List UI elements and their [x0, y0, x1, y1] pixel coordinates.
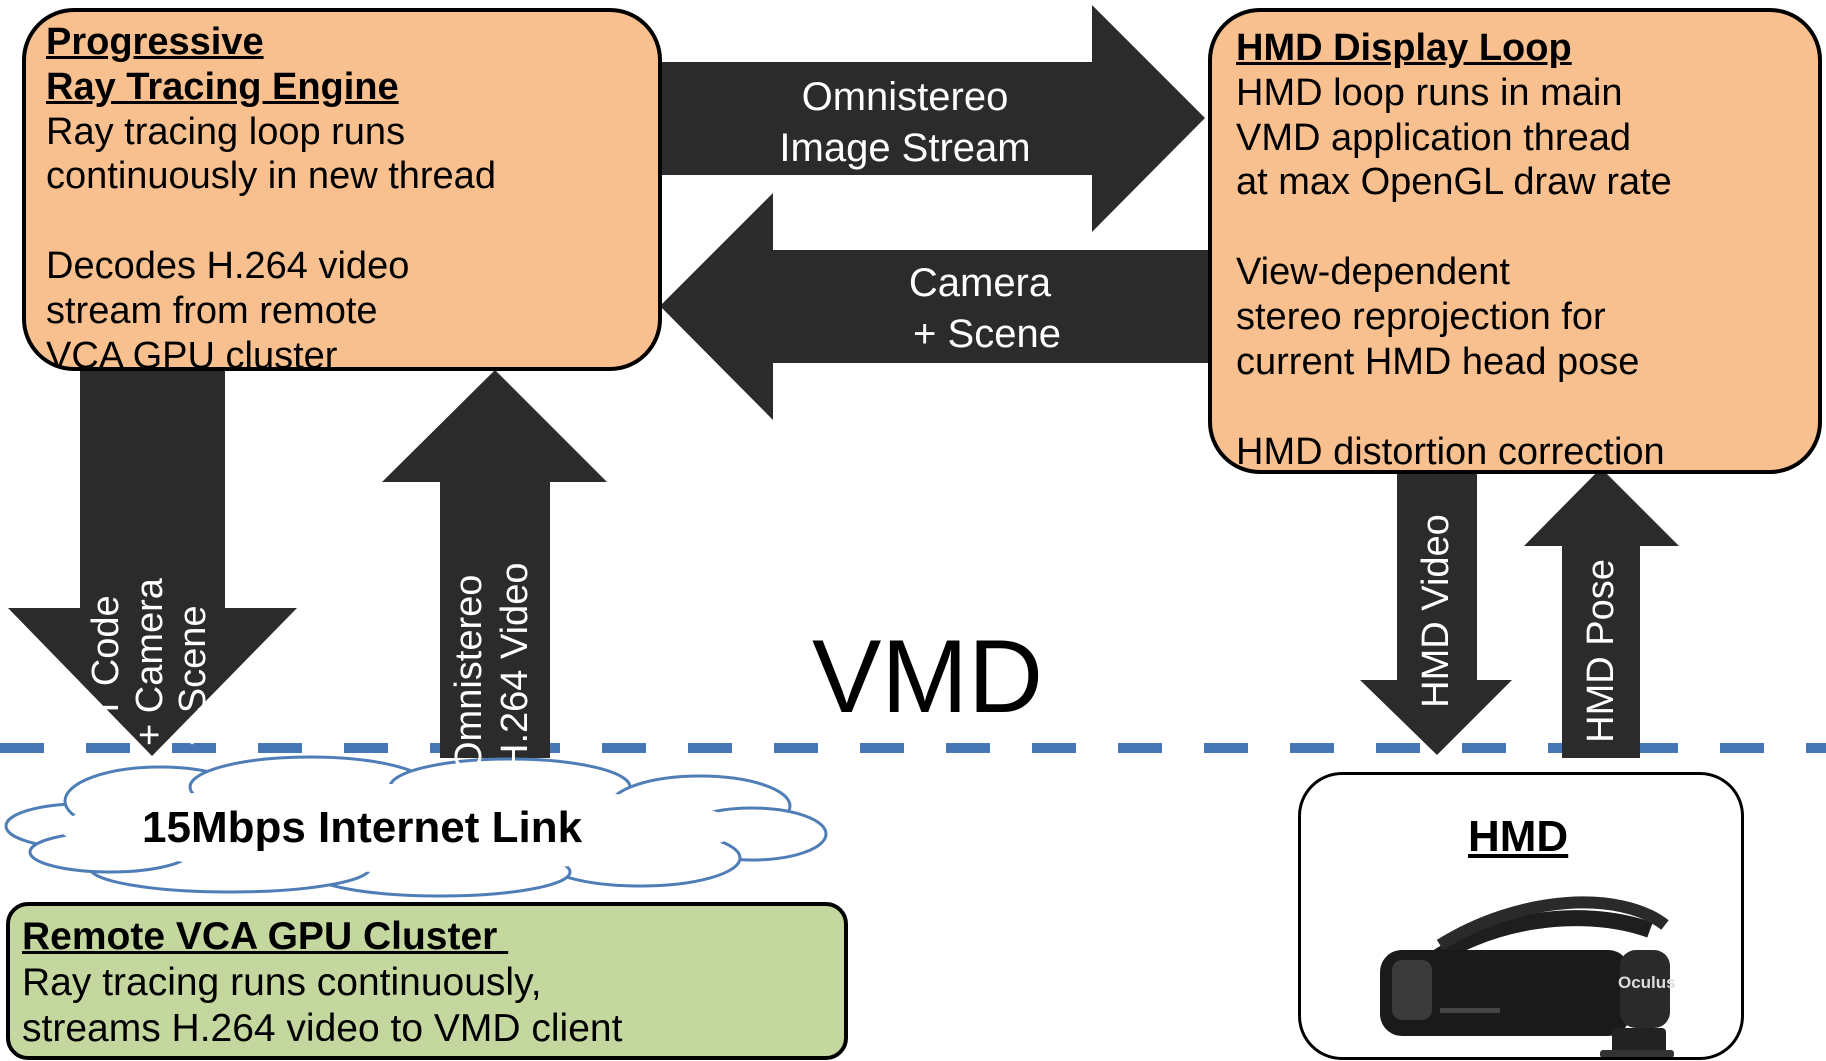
omnistereo-stream-line1: Omnistereo [801, 75, 1009, 119]
rt-code-label: RT Code + Camera + Scene [85, 466, 215, 766]
camera-scene-label: Camera + Scene [830, 258, 1130, 360]
remote-title: Remote VCA GPU Cluster [22, 915, 509, 958]
hmd-display-loop-box: HMD Display Loop HMD loop runs in main V… [1208, 8, 1822, 474]
rt-code-line1: RT Code [85, 595, 127, 746]
omnistereo-video-line1: Omnistereo [448, 574, 490, 771]
engine-text: stream from remote [46, 290, 378, 333]
hmd-loop-title: HMD Display Loop [1236, 27, 1572, 69]
remote-vca-gpu-cluster-box: Remote VCA GPU Cluster Ray tracing runs … [6, 902, 848, 1060]
hmd-video-arrow [1360, 472, 1512, 755]
hmd-video-label: HMD Video [1413, 496, 1461, 726]
rt-code-line3: + Scene [172, 605, 215, 747]
hmd-loop-text: stereo reprojection for [1236, 296, 1606, 339]
engine-text: continuously in new thread [46, 155, 496, 198]
rt-code-line2: + Camera [128, 578, 171, 746]
hmd-title: HMD [1468, 812, 1569, 861]
hmd-loop-text: View-dependent [1236, 251, 1510, 294]
remote-text: Ray tracing runs continuously, [22, 961, 542, 1005]
omnistereo-stream-label: Omnistereo Image Stream [755, 72, 1055, 174]
engine-text: Ray tracing loop runs [46, 110, 406, 153]
hmd-video-text: HMD Video [1415, 514, 1457, 708]
omnistereo-video-label: Omnistereo H.264 Video [447, 491, 543, 771]
omnistereo-image-stream-arrow [640, 5, 1205, 232]
internet-link-label: 15Mbps Internet Link [142, 803, 583, 852]
camera-scene-arrow [660, 193, 1215, 420]
omnistereo-stream-line2: Image Stream [779, 125, 1031, 170]
camera-scene-line2: + Scene [913, 311, 1061, 356]
hmd-device-box [1298, 772, 1744, 1060]
hmd-loop-text: at max OpenGL draw rate [1236, 161, 1672, 204]
hmd-pose-arrow [1524, 468, 1679, 758]
hmd-loop-text: VMD application thread [1236, 116, 1631, 159]
rt-code-arrow [8, 370, 297, 756]
hmd-loop-text: current HMD head pose [1236, 340, 1640, 383]
remote-text: streams H.264 video to VMD client [22, 1007, 623, 1051]
vmd-label: VMD [812, 619, 1044, 735]
omnistereo-video-arrow [382, 370, 607, 758]
oculus-headset-icon: Oculus [1380, 896, 1676, 1058]
camera-scene-line1: Camera [908, 261, 1052, 305]
engine-text: Decodes H.264 video [46, 245, 410, 288]
hmd-loop-text: HMD distortion correction [1236, 430, 1665, 473]
internet-cloud [4, 755, 828, 898]
engine-text: VCA GPU cluster [46, 334, 338, 371]
hmd-pose-text: HMD Pose [1580, 559, 1622, 743]
engine-title-line2: Ray Tracing Engine [46, 65, 399, 108]
oculus-brand-text: Oculus [1618, 973, 1676, 992]
engine-title-line1: Progressive [46, 21, 264, 63]
omnistereo-video-line2: H.264 Video [493, 562, 536, 771]
hmd-pose-label: HMD Pose [1578, 536, 1626, 766]
progressive-ray-tracing-engine-box: Progressive Ray Tracing Engine Ray traci… [22, 8, 662, 371]
hmd-loop-text: HMD loop runs in main [1236, 71, 1623, 114]
